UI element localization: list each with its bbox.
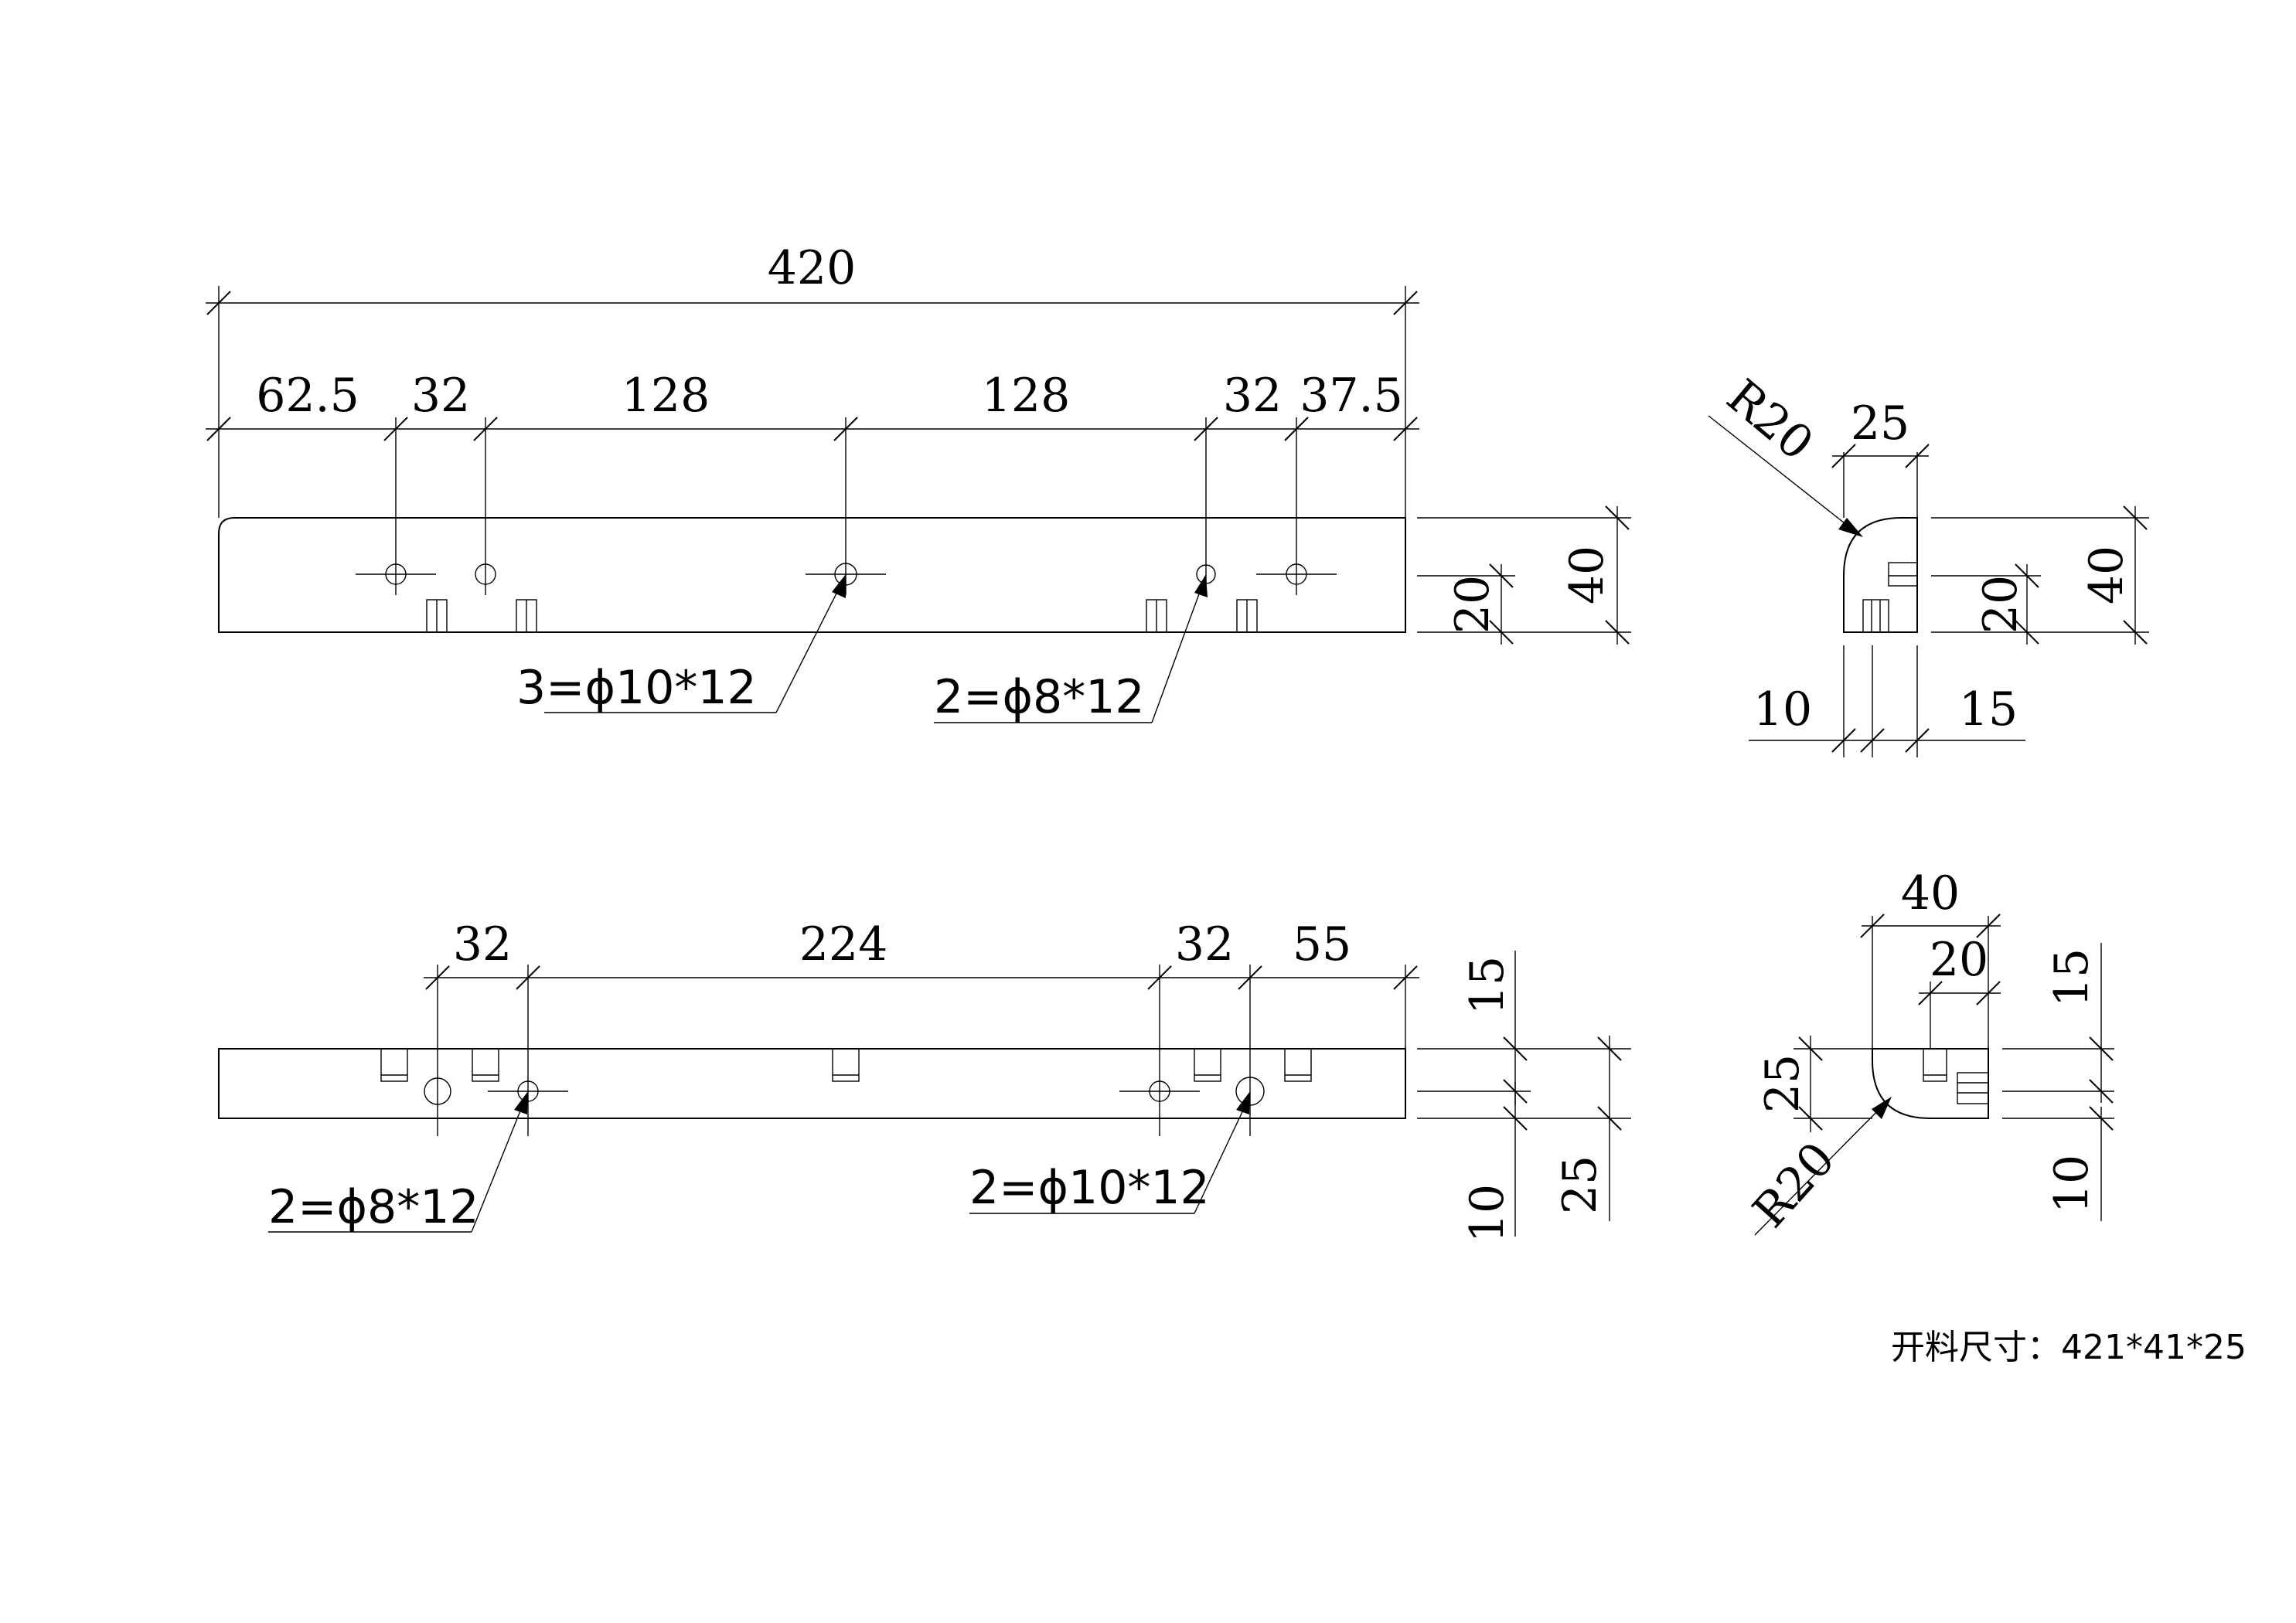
dim-25-side2-label: 25	[1756, 1054, 1810, 1113]
dim-40-side2-label: 40	[1901, 866, 1960, 920]
top-slot-5	[1284, 1048, 1312, 1082]
dim-seg-1: 62.5	[256, 369, 359, 423]
top-callout-right: 2=ϕ10*12	[969, 1091, 1250, 1215]
top-hole-3	[1119, 1080, 1200, 1102]
dim-top-seg-3: 32	[1175, 917, 1234, 971]
side2-slot-b	[1957, 1072, 1989, 1104]
dim-15-side1-label: 15	[1959, 682, 2018, 737]
front-slot-2	[516, 599, 537, 633]
dim-40-front-label: 40	[1560, 546, 1614, 604]
dim-10-side1-label: 10	[1753, 682, 1812, 737]
front-view: 420 62.5 32 128 128 32 37.5	[206, 241, 1631, 724]
top-view-outline	[218, 1048, 1406, 1119]
leader-r20-side1	[1708, 415, 1856, 532]
front-view-outline	[218, 517, 1406, 633]
dim-25-top-label: 25	[1553, 1155, 1607, 1214]
dim-20-side1-label: 20	[1974, 575, 2028, 634]
side1-slot-a	[1888, 562, 1918, 587]
front-callout-right: 2=ϕ8*12	[934, 574, 1208, 724]
dim-10-top-label: 10	[1460, 1184, 1514, 1243]
side-view-2-outline	[1872, 1048, 1989, 1119]
blank-size-note: 开料尺寸：421*41*25	[1891, 1328, 2247, 1367]
top-slot-3	[832, 1048, 860, 1082]
top-hole-4	[1235, 1077, 1265, 1106]
front-slot-1	[426, 599, 448, 633]
dim-10-side2-label: 10	[2045, 1155, 2099, 1213]
dim-seg-3: 128	[622, 369, 710, 423]
front-hole-5	[1256, 563, 1337, 585]
dim-top-seg-4: 55	[1293, 917, 1351, 971]
dim-20-front-label: 20	[1446, 575, 1500, 634]
front-callout-left: 3=ϕ10*12	[516, 574, 846, 715]
front-slot-3	[1146, 599, 1167, 633]
side2-slot-a	[1923, 1048, 1947, 1082]
side1-slot-b	[1862, 599, 1889, 633]
dim-seg-4: 128	[982, 369, 1071, 423]
dim-seg-6: 37.5	[1300, 369, 1403, 423]
dim-top-seg-1: 32	[453, 917, 512, 971]
top-slot-2	[472, 1048, 499, 1082]
front-hole-1	[356, 563, 436, 585]
dim-25-side1-label: 25	[1851, 396, 1909, 451]
top-hole-1	[424, 1077, 451, 1105]
radius-r20-side2: R20	[1742, 1132, 1845, 1238]
dim-seg-5: 32	[1223, 369, 1282, 423]
callout-text-top-2-phi8: 2=ϕ8*12	[268, 1180, 479, 1234]
callout-text-top-2-phi10: 2=ϕ10*12	[969, 1161, 1210, 1215]
dim-seg-2: 32	[411, 369, 470, 423]
dim-420-label: 420	[768, 241, 857, 295]
callout-text-2-phi8: 2=ϕ8*12	[934, 670, 1145, 724]
side-view-1: 25 R20 20 40 10 15	[1708, 369, 2149, 757]
dim-20-side2-label: 20	[1930, 933, 1988, 987]
dim-15-side2-label: 15	[2045, 948, 2099, 1007]
dim-15-top-label: 15	[1460, 956, 1514, 1015]
side-view-2: 40 20 25 R20 15 10	[1742, 866, 2114, 1238]
front-hole-2	[475, 563, 496, 585]
leader-r20-side2	[1754, 1101, 1887, 1236]
dim-top-seg-2: 224	[799, 917, 888, 971]
top-view: 32 224 32 55	[218, 917, 1631, 1243]
callout-text-3-phi10: 3=ϕ10*12	[516, 661, 757, 715]
top-callout-left: 2=ϕ8*12	[268, 1091, 528, 1234]
front-slot-4	[1236, 599, 1258, 633]
top-slot-1	[380, 1048, 408, 1082]
radius-r20-side1: R20	[1716, 369, 1823, 471]
top-slot-4	[1194, 1048, 1221, 1082]
side-view-1-outline	[1843, 517, 1918, 633]
dim-40-side1-label: 40	[2080, 546, 2134, 604]
